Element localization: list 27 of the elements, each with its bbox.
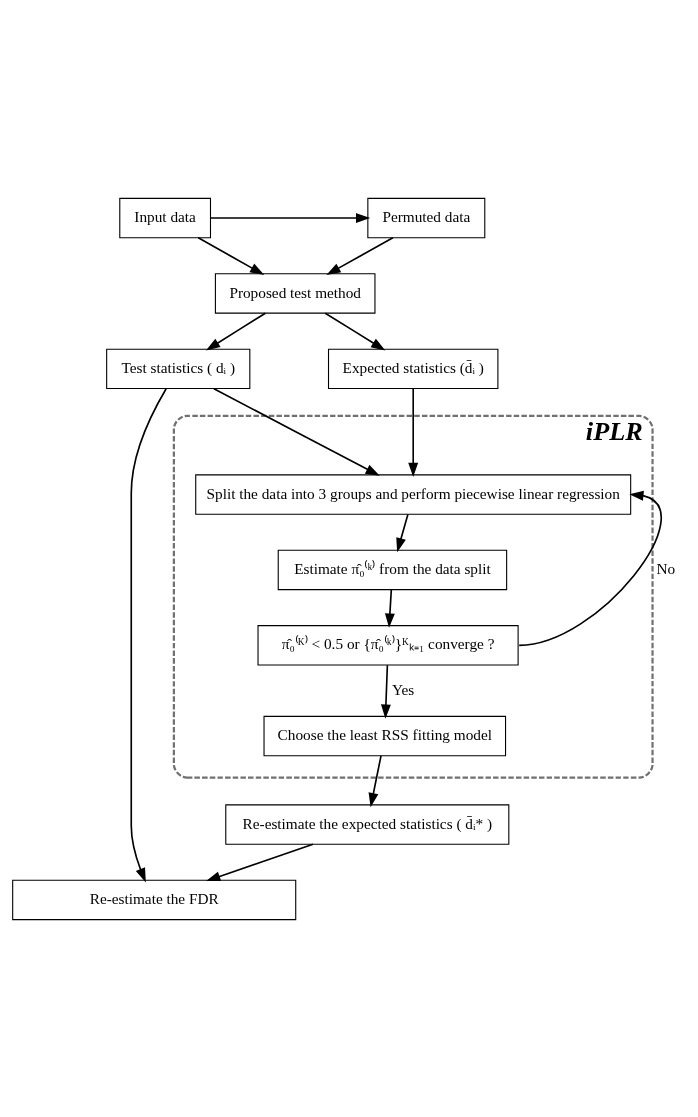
arrow	[396, 513, 409, 552]
node-box: π̂₀⁽ᴷ⁾ < 0.5 or {π̂₀⁽ᵏ⁾}ᴷₖ₌₁ converge ?	[257, 624, 519, 666]
arrow	[197, 236, 265, 275]
arrow	[213, 387, 380, 476]
edge-label: No	[656, 559, 676, 577]
arrow	[205, 311, 267, 350]
node-box: Re-estimate the FDR	[12, 879, 297, 920]
arrow	[326, 236, 394, 275]
arrow	[384, 588, 395, 628]
node-box: Re-estimate the expected statistics ( d̄ᵢ* )	[225, 803, 510, 845]
node-box: Test statistics ( dᵢ )	[106, 348, 251, 389]
arrow	[206, 843, 314, 881]
node-box: Choose the least RSS fitting model	[263, 715, 507, 756]
node-box: Input data	[119, 197, 212, 238]
edge-label: Yes	[391, 680, 415, 698]
arrow	[380, 663, 391, 719]
node-box: Expected statistics (d̄ᵢ )	[327, 348, 499, 389]
arrow	[518, 490, 662, 646]
arrow	[408, 387, 419, 477]
node-box: Split the data into 3 groups and perform piecewise linear regression	[195, 473, 632, 515]
node-box: Permuted data	[367, 197, 486, 238]
arrow	[209, 212, 371, 223]
arrow	[324, 311, 386, 350]
node-box: Proposed test method	[214, 272, 376, 314]
node-box: Estimate π̂₀⁽ᵏ⁾ from the data split	[277, 549, 508, 590]
arrow	[130, 387, 167, 882]
arrow	[368, 754, 382, 807]
